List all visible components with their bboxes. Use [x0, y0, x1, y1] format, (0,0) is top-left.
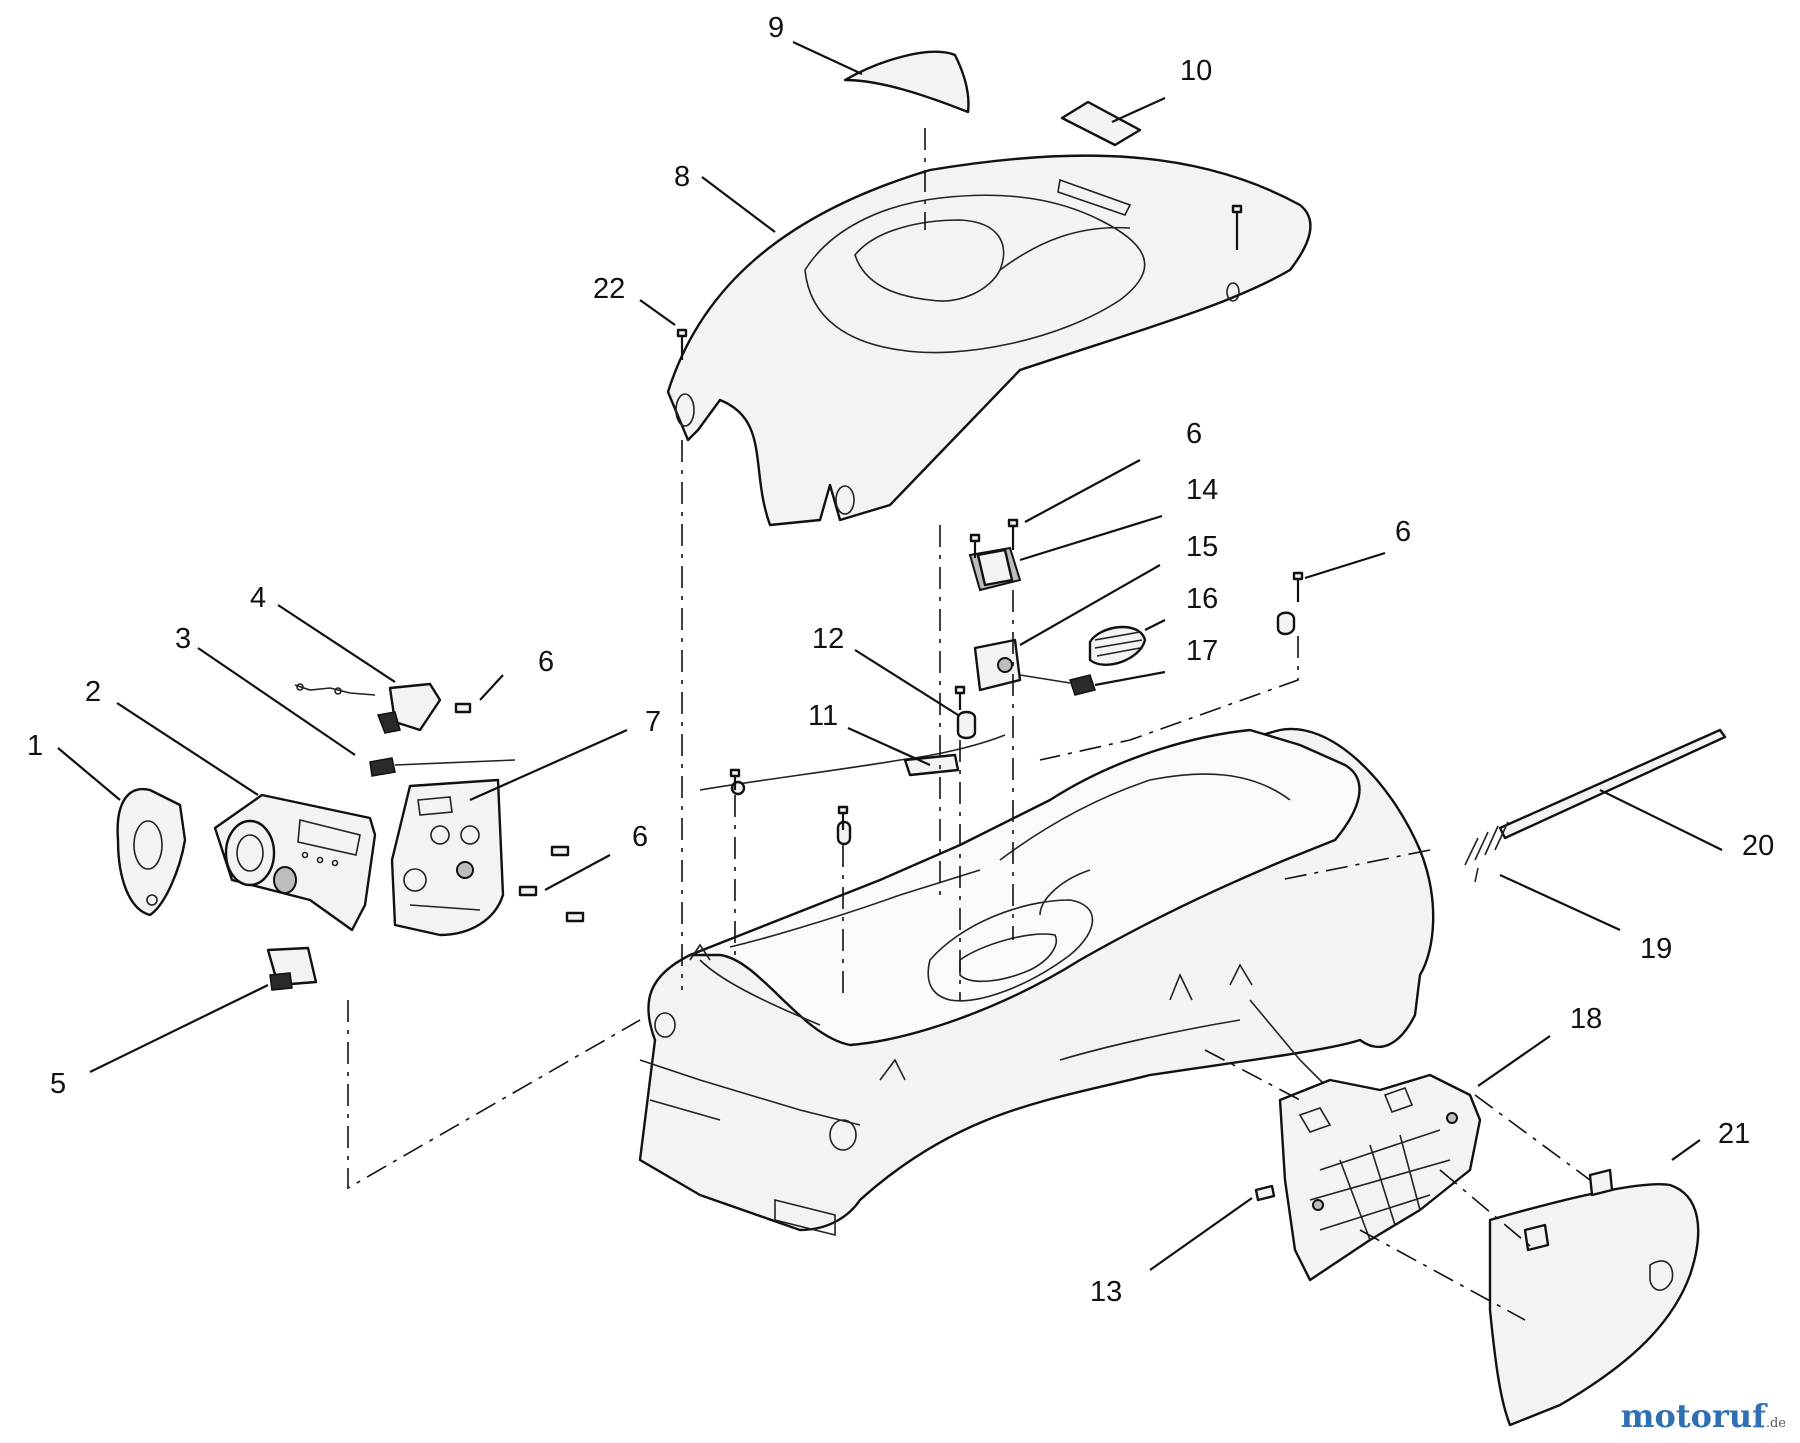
part-6-bushing-right [1276, 611, 1296, 636]
part-15-switch [973, 638, 1022, 692]
callout-3: 3 [175, 623, 192, 655]
callout-4: 4 [250, 582, 267, 614]
screw-hood-right [1231, 204, 1243, 250]
part-14-bracket [968, 546, 1022, 592]
callout-20: 20 [1742, 830, 1775, 862]
callout-8: 8 [674, 161, 691, 193]
part-20-rod [1498, 728, 1727, 840]
rod-11-posts [729, 768, 849, 830]
part-10 [1060, 100, 1142, 147]
part-17-lever [1019, 674, 1096, 696]
watermark-logo: motoruf.de [1621, 1397, 1786, 1435]
callout-6-left-bottom: 6 [632, 821, 649, 853]
callout-6-right: 6 [1395, 516, 1412, 548]
part-7-control-panel [390, 778, 505, 937]
callout-10: 10 [1180, 55, 1213, 87]
callout-21: 21 [1718, 1118, 1751, 1150]
part-2-panel [213, 793, 377, 932]
callout-14: 14 [1186, 474, 1219, 506]
screw-6-right [1292, 571, 1304, 602]
screws-6-panel [454, 702, 585, 923]
watermark-tld: .de [1765, 1416, 1786, 1431]
callout-9: 9 [768, 12, 785, 44]
callout-5: 5 [50, 1068, 67, 1100]
part-1-cover [116, 787, 187, 917]
screw-13 [1254, 1184, 1276, 1202]
callout-11: 11 [808, 700, 839, 732]
assembly-lines [347, 128, 1591, 1321]
callout-leaders [57, 41, 1723, 1271]
screw-6-top [969, 518, 1019, 558]
callout-7: 7 [645, 706, 662, 738]
callout-18: 18 [1570, 1003, 1603, 1035]
part-18-bracket [1278, 1073, 1482, 1282]
callout-6-left-top: 6 [538, 646, 555, 678]
callout-1: 1 [27, 730, 44, 762]
screw-22 [676, 328, 688, 360]
callout-19: 19 [1640, 933, 1673, 965]
callout-6-center: 6 [1186, 418, 1203, 450]
screw-12 [954, 685, 966, 710]
part-9 [843, 50, 970, 114]
callout-15: 15 [1186, 531, 1219, 563]
callout-13: 13 [1090, 1276, 1123, 1308]
part-3-switch [369, 757, 516, 777]
hood-part-8 [666, 154, 1312, 527]
main-body-chassis [638, 727, 1435, 1237]
part-4-bracket [294, 682, 442, 734]
part-19-spring [1464, 821, 1509, 883]
part-12-bushing [956, 710, 977, 740]
watermark-text: motoruf [1620, 1397, 1766, 1435]
callout-22: 22 [593, 273, 626, 305]
callout-16: 16 [1186, 583, 1219, 615]
callout-2: 2 [85, 676, 102, 708]
part-5-switch [266, 946, 318, 991]
part-21-cover [1488, 1168, 1700, 1427]
callout-12: 12 [812, 623, 845, 655]
callout-17: 17 [1186, 635, 1219, 667]
part-16-spring [1088, 625, 1147, 666]
